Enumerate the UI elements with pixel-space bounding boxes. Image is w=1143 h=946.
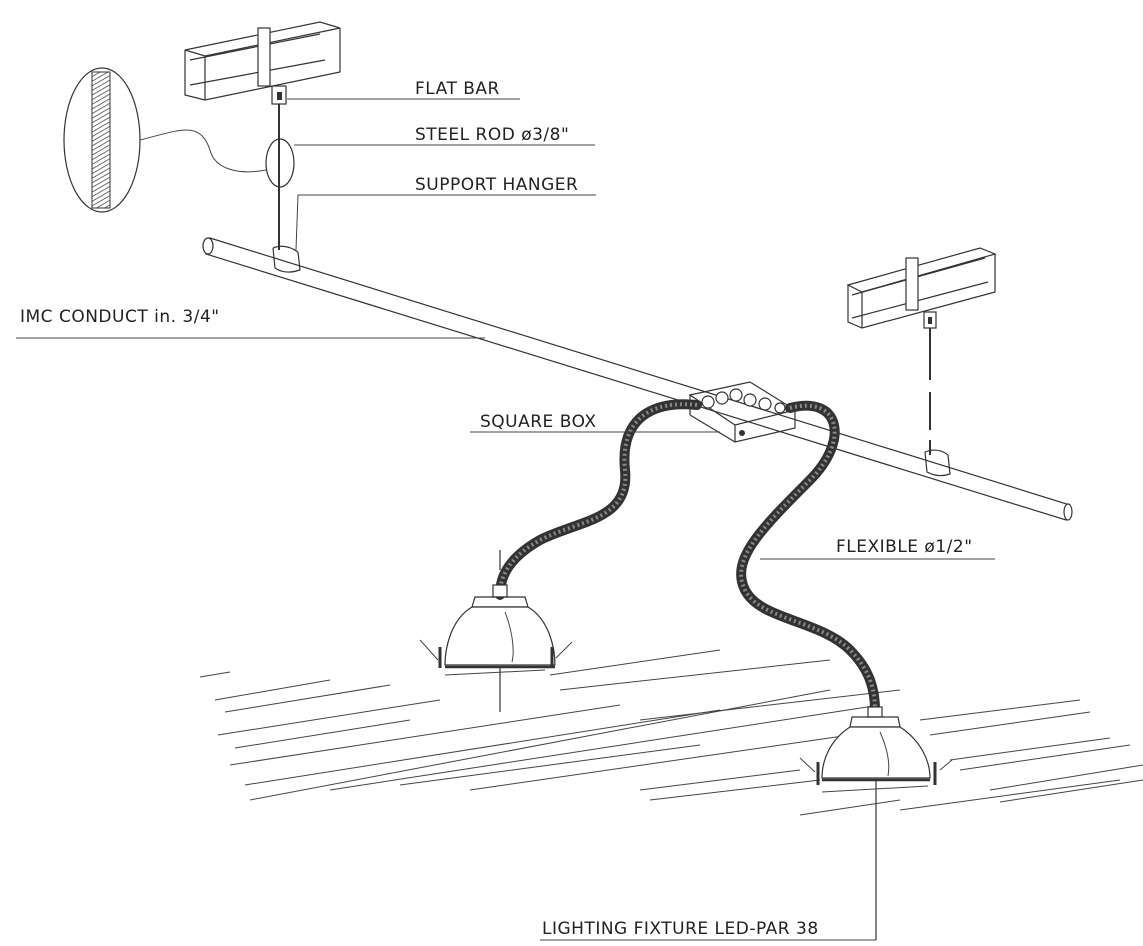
channel-beam-left	[184, 21, 341, 105]
support-hanger-right	[924, 449, 951, 477]
label-imc-conduct: IMC CONDUCT in. 3/4"	[20, 307, 220, 327]
label-square-box: SQUARE BOX	[480, 412, 597, 432]
leader-lines	[16, 98, 995, 941]
light-fixture-left	[419, 550, 573, 712]
label-flexible: FLEXIBLE ø1/2"	[836, 537, 973, 557]
rod-detail-marker	[265, 138, 295, 188]
flexible-conduit-left	[495, 399, 702, 600]
rod-thread-detail	[63, 67, 267, 213]
flexible-conduit-right	[736, 400, 880, 715]
square-box	[688, 381, 797, 443]
support-hanger	[272, 245, 301, 273]
label-lighting-fixture: LIGHTING FIXTURE LED-PAR 38	[542, 919, 819, 939]
channel-beam-right	[846, 247, 997, 329]
ceiling-surface	[199, 649, 1143, 816]
label-flat-bar: FLAT BAR	[415, 79, 500, 99]
light-fixture-right	[799, 706, 953, 940]
imc-conduit	[202, 237, 1073, 521]
label-steel-rod: STEEL ROD ø3/8"	[415, 125, 569, 145]
label-support-hanger: SUPPORT HANGER	[415, 175, 578, 195]
